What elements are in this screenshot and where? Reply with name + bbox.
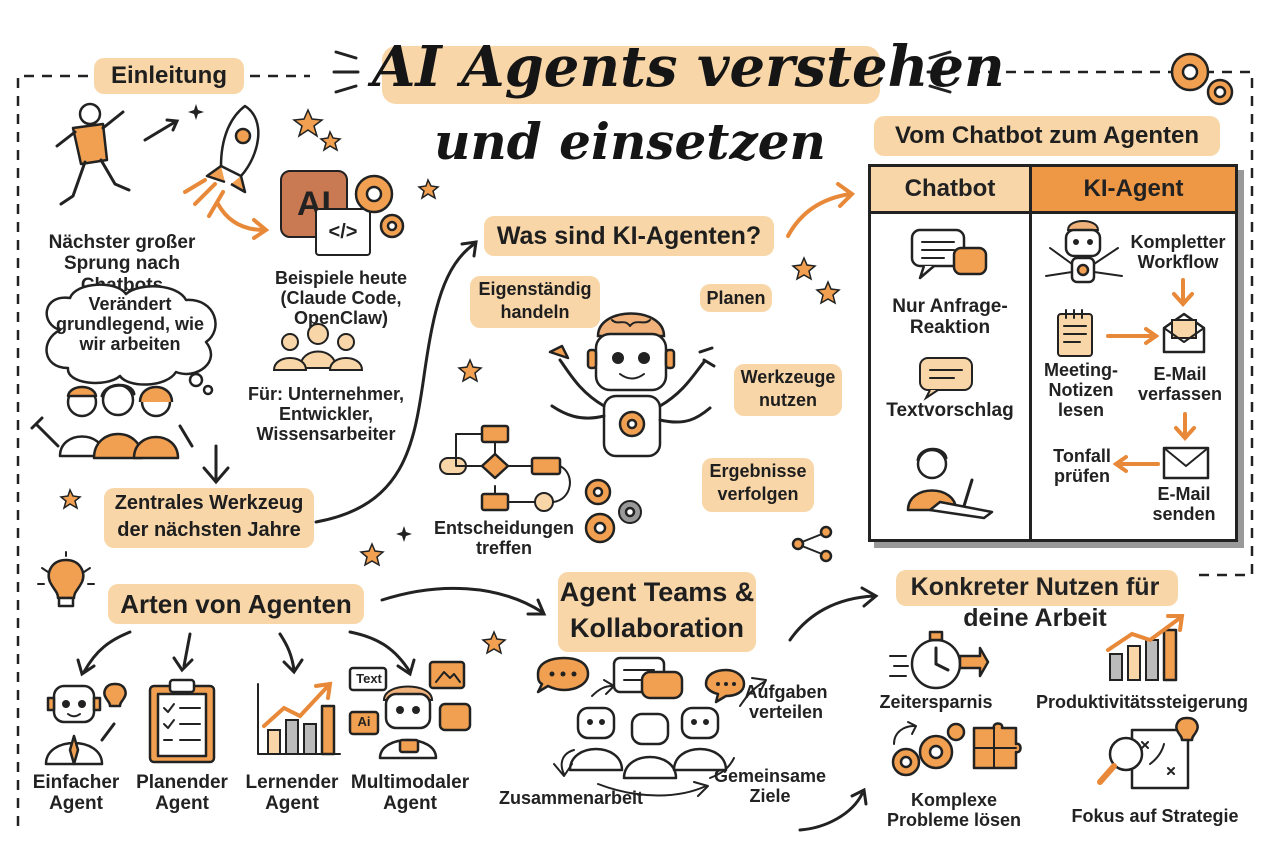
arrow-down-small-2 (1174, 412, 1196, 441)
chat-bubbles-icon (910, 228, 988, 280)
kompletter-text: Kompletter Workflow (1130, 232, 1226, 273)
runner-rocket-illustration (55, 102, 260, 218)
strategy-icon (1097, 716, 1199, 790)
produktiv-text: Produktivitätssteigerung (1035, 692, 1249, 712)
komplex-text: Komplexe Probleme lösen (886, 790, 1022, 831)
fuer-text: Für: Unternehmer, Entwickler, Wissensarb… (247, 384, 405, 445)
arrow-right-small (1106, 327, 1160, 345)
text-icon-label: Text (356, 671, 382, 686)
multimodal-agent-icon (348, 660, 472, 760)
tonfall-text: Tonfall prüfen (1053, 446, 1111, 487)
gear-icon (354, 174, 405, 239)
arrow-to-beispiele (216, 202, 270, 240)
lightbulb-icon (37, 551, 95, 608)
ai-icon-label: Ai (357, 714, 371, 729)
arrow-to-vom-chatbot (786, 182, 856, 238)
arrow-down (202, 444, 230, 485)
team-robots-illustration (536, 656, 767, 797)
aufgaben-text: Aufgaben verteilen (744, 682, 828, 723)
planen-label: Planen (700, 284, 772, 312)
nutzen-heading-highlight (896, 570, 1178, 606)
robot-center-illustration (548, 312, 716, 458)
arten-heading: Arten von Agenten (108, 584, 364, 624)
werkzeug-highlight: Zentrales Werkzeug der nächsten Jahre (104, 488, 314, 548)
vom-chatbot-heading: Vom Chatbot zum Agenten (874, 116, 1220, 156)
veraendert-text: Verändert grundlegend, wie wir arbeiten (55, 294, 204, 355)
clipboard-icon (148, 678, 216, 764)
fokus-text: Fokus auf Strategie (1071, 806, 1239, 826)
arten-branch-arrows (76, 630, 416, 677)
gears-icon (584, 478, 642, 544)
notepad-icon (1057, 309, 1093, 357)
gears-top-right-icon (1170, 52, 1234, 106)
productivity-chart-icon (1106, 614, 1185, 682)
col-chatbot-header: Chatbot (871, 167, 1032, 214)
thought-cloud (45, 283, 217, 396)
email-senden-text: E-Mail senden (1152, 484, 1216, 525)
arrow-down-small (1172, 278, 1194, 307)
multimodaler-text: Multimodaler Agent (350, 772, 470, 815)
arrow-to-nutzen (788, 586, 879, 642)
werkzeuge-label: Werkzeuge nutzen (734, 364, 842, 416)
eigen-label: Eigenständig handeln (470, 276, 600, 328)
share-icon (791, 525, 833, 563)
arrow-to-was-sind (314, 240, 478, 524)
envelope-open-icon (1162, 312, 1206, 354)
nur-anfrage-text: Nur Anfrage- Reaktion (892, 296, 1008, 339)
ergebnisse-label: Ergebnisse verfolgen (702, 458, 814, 512)
audience-icon (272, 323, 364, 371)
email-verfassen-text: E-Mail verfassen (1137, 364, 1223, 405)
gears-puzzle-icon (891, 721, 1022, 777)
title-highlight (382, 46, 880, 104)
speech-bubble-icon (919, 357, 973, 401)
entscheidungen-text: Entscheidungen treffen (433, 518, 574, 559)
zeit-text: Zeitersparnis (879, 692, 993, 712)
growth-chart-icon (257, 681, 341, 756)
stopwatch-icon (889, 630, 990, 690)
sprung-text: Nächster großer Sprung nach Chatbots (48, 232, 196, 296)
arrow-left-small (1112, 455, 1160, 473)
planender-text: Planender Agent (136, 772, 228, 815)
simple-agent-icon (44, 682, 127, 766)
einleitung-heading: Einleitung (94, 58, 244, 94)
teams-heading: Agent Teams & Kollaboration (558, 572, 756, 652)
page-subtitle: und einsetzen (434, 112, 826, 171)
multi-arm-robot-icon (1045, 220, 1123, 284)
code-window-icon: </> (315, 208, 371, 256)
gemeinsame-text: Gemeinsame Ziele (713, 766, 827, 807)
nutzen-heading: Konkreter Nutzen für deine Arbeit (910, 573, 1160, 633)
writing-person-illustration (906, 447, 994, 520)
einfacher-text: Einfacher Agent (32, 772, 120, 815)
textvorschlag-text: Textvorschlag (886, 400, 1014, 421)
arrow-to-nutzen-bottom (798, 787, 868, 832)
was-sind-heading: Was sind KI-Agenten? (484, 216, 774, 256)
envelope-icon (1162, 446, 1210, 480)
column-divider (1029, 211, 1032, 539)
beispiele-text: Beispiele heute (Claude Code, OpenClaw) (274, 268, 408, 329)
arrow-to-teams (380, 586, 547, 616)
col-agent-header: KI-Agent (1032, 167, 1235, 214)
flowchart-icon (439, 424, 571, 512)
meeting-text: Meeting- Notizen lesen (1044, 360, 1118, 421)
lernender-text: Lernender Agent (245, 772, 339, 815)
people-group-illustration (30, 383, 194, 460)
zusammenarbeit-text: Zusammenarbeit (498, 788, 644, 808)
